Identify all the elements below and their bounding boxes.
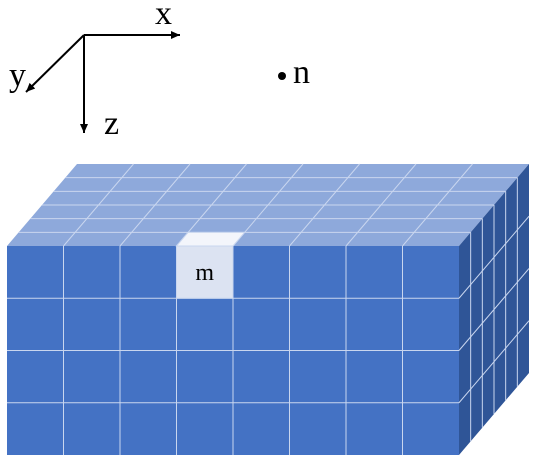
point-n-dot xyxy=(278,72,286,80)
point-n-label: n xyxy=(293,54,310,91)
point-n: n xyxy=(278,54,310,91)
side-grid-horizontal xyxy=(458,268,530,351)
block-grid-lines xyxy=(7,163,530,455)
cell-m-front-face xyxy=(176,245,234,299)
cell-m-label: m xyxy=(195,260,214,286)
z-axis-label: z xyxy=(104,105,119,142)
side-grid-horizontal xyxy=(458,320,530,404)
side-grid-horizontal xyxy=(458,215,530,299)
x-axis-label: x xyxy=(155,0,172,32)
block-volume: m xyxy=(7,163,530,455)
axis-triad: x y z xyxy=(9,0,180,142)
y-axis-label: y xyxy=(9,57,26,94)
y-axis-arrow xyxy=(25,34,85,93)
cell-m-top-face xyxy=(175,231,246,247)
